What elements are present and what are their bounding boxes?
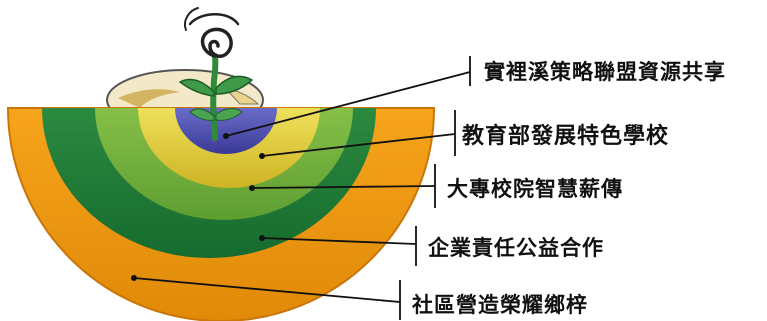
leader-lines	[133, 56, 471, 320]
spiral-icon	[184, 7, 240, 58]
layer-label-5: 社區營造榮耀鄉梓	[412, 292, 588, 317]
leader-dots	[131, 133, 265, 281]
layer-label-4: 企業責任公益合作	[428, 235, 604, 260]
leader-line-4	[261, 237, 417, 245]
layer-label-2: 教育部發展特色學校	[462, 123, 670, 149]
leader-line-1	[225, 71, 471, 137]
leader-line-3	[251, 185, 436, 189]
seedling-icon	[178, 53, 254, 141]
layer-label-1: 實裡溪策略聯盟資源共享	[484, 59, 726, 84]
layer-label-3: 大專校院智慧薪傳	[447, 176, 623, 201]
leader-line-5	[133, 277, 401, 303]
leader-line-2	[261, 133, 456, 157]
layer-ring-1	[175, 108, 277, 154]
